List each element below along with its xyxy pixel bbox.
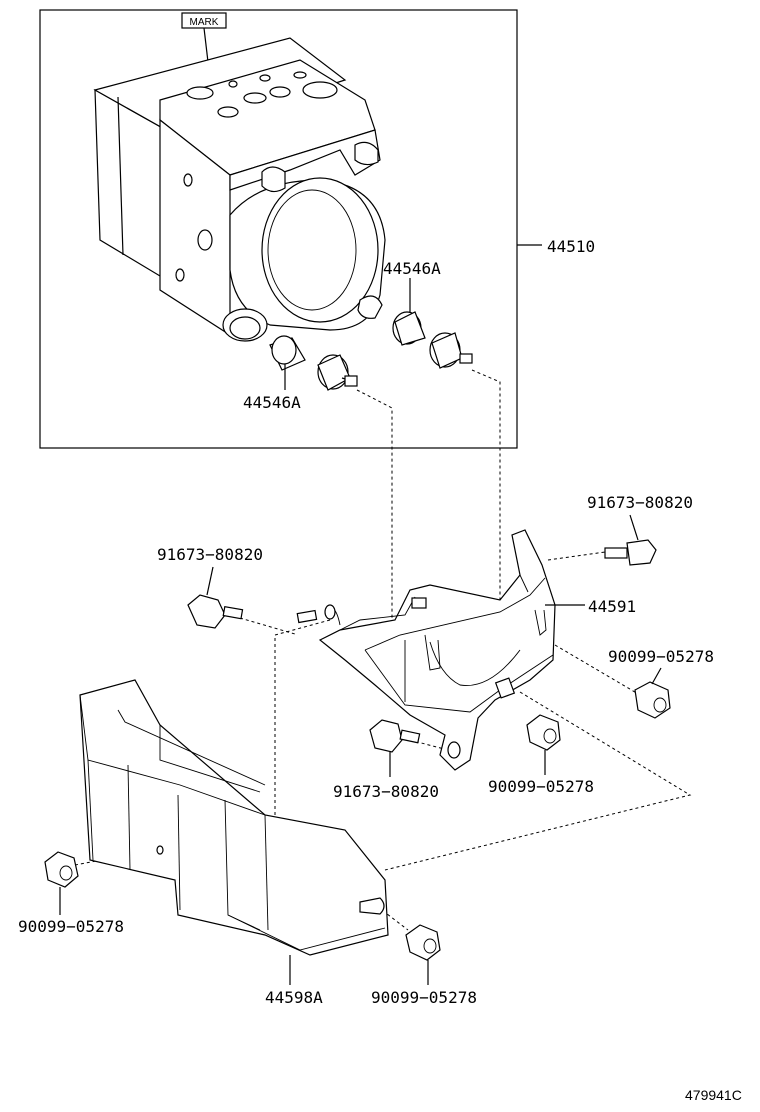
label-44546A-upper: 44546A: [383, 259, 441, 278]
mark-tag: MARK: [181, 12, 227, 63]
label-44510: 44510: [547, 237, 595, 256]
label-90099-right: 90099−05278: [608, 647, 714, 666]
figure-code: 479941C: [685, 1087, 742, 1103]
rubber-mounts: [269, 311, 473, 391]
label-90099-left: 90099−05278: [18, 917, 124, 936]
mark-label: MARK: [190, 17, 219, 28]
label-90099-bottom: 90099−05278: [371, 988, 477, 1007]
nut-90099-right: [634, 667, 671, 719]
cover-44598A: [79, 679, 389, 985]
bracket-44591: [296, 529, 556, 771]
label-91673-top-right: 91673−80820: [587, 493, 693, 512]
label-91673-bottom: 91673−80820: [333, 782, 439, 801]
label-44598A: 44598A: [265, 988, 323, 1007]
bolt-91673-top-right: [604, 514, 657, 566]
label-44591: 44591: [588, 597, 636, 616]
abs-actuator-illustration: [93, 37, 386, 342]
nut-90099-bottom: [405, 924, 441, 985]
label-91673-left: 91673−80820: [157, 545, 263, 564]
bolt-91673-left: [187, 566, 244, 629]
label-90099-middle: 90099−05278: [488, 777, 594, 796]
label-44546A-lower: 44546A: [243, 393, 301, 412]
nut-90099-middle: [526, 714, 561, 775]
actuator-assembly-frame: [39, 9, 518, 449]
nut-90099-left: [44, 851, 79, 915]
bolt-91673-bottom: [369, 719, 421, 777]
